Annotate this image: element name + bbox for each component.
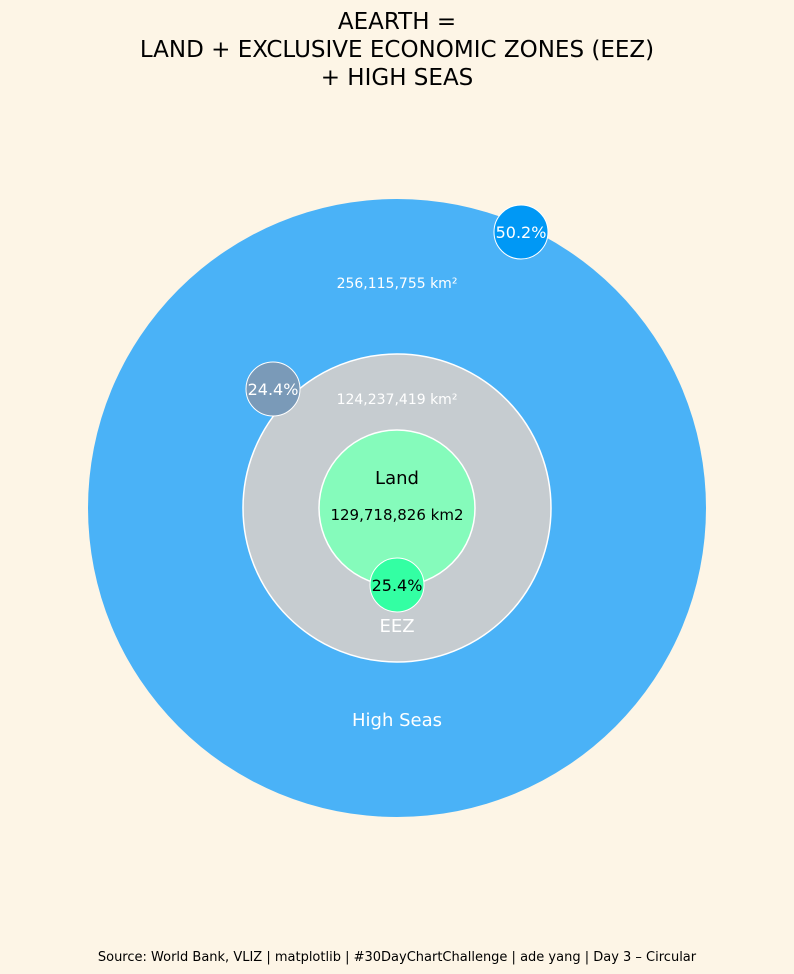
chart-percent-badges: 50.2% 24.4% 25.4% — [245, 204, 549, 613]
source-caption: Source: World Bank, VLIZ | matplotlib | … — [98, 950, 697, 965]
high-seas-percent-circle — [493, 204, 549, 260]
eez-name-label: EEZ — [379, 616, 414, 637]
land-percent-circle — [369, 557, 425, 613]
high-seas-percent-label: 50.2% — [496, 223, 547, 242]
title-line-3: + HIGH SEAS — [321, 65, 474, 91]
chart-rings: 256,115,755 km² High Seas 124,237,419 km² E… — [88, 199, 706, 817]
eez-area-label: 124,237,419 km² — [337, 392, 458, 408]
land-name-label: Land — [375, 468, 419, 489]
land-percent-label: 25.4% — [372, 576, 423, 595]
high-seas-area-label: 256,115,755 km² — [337, 276, 458, 292]
chart-title: AEARTH = LAND + EXCLUSIVE ECONOMIC ZONES… — [140, 9, 654, 91]
high-seas-percent-badge: 50.2% — [493, 204, 549, 260]
title-line-2: LAND + EXCLUSIVE ECONOMIC ZONES (EEZ) — [140, 37, 654, 63]
land-area-label: 129,718,826 km2 — [330, 506, 463, 524]
title-line-1: AEARTH = — [338, 9, 456, 35]
eez-percent-label: 24.4% — [248, 380, 299, 399]
eez-percent-circle — [245, 361, 301, 417]
land-percent-badge: 25.4% — [369, 557, 425, 613]
high-seas-name-label: High Seas — [352, 710, 442, 731]
eez-percent-badge: 24.4% — [245, 361, 301, 417]
